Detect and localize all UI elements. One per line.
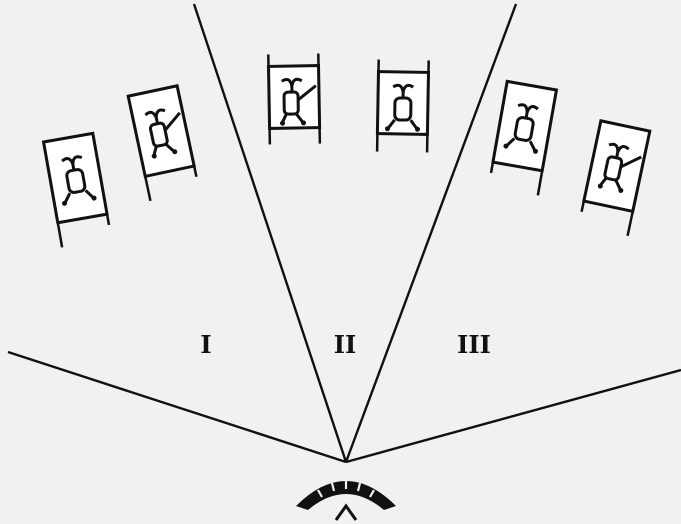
card-1 <box>44 133 112 247</box>
zone-label-center: II <box>334 330 356 359</box>
card-3 <box>268 54 320 145</box>
zone-label-left: I <box>200 330 211 359</box>
boundary-right-outer <box>346 370 681 462</box>
card-2 <box>128 86 199 201</box>
zone-labels: I II III <box>200 330 490 359</box>
card-6 <box>579 121 650 236</box>
zone-boundaries <box>8 4 681 462</box>
card-4 <box>377 60 429 153</box>
card-5 <box>489 81 557 195</box>
boundary-left-outer <box>8 352 346 462</box>
boundary-right-inner <box>346 4 516 462</box>
zone-label-right: III <box>457 330 491 359</box>
viewer-eye-icon <box>296 481 396 520</box>
